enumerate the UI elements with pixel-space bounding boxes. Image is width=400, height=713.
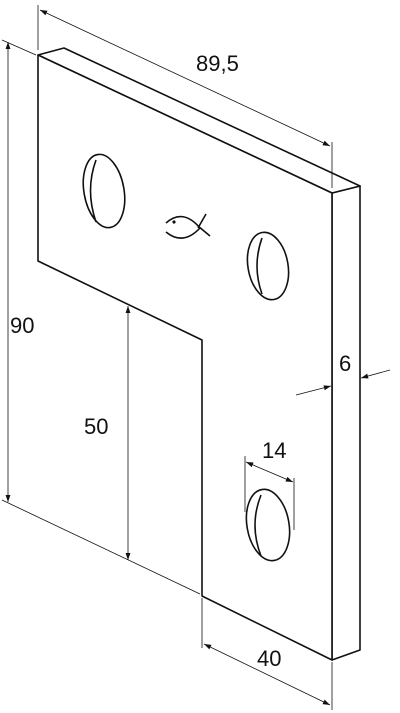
hole-slot-bottom (245, 488, 291, 562)
dim-label-slot-width: 14 (262, 438, 286, 463)
dimension-slot-width: 14 (244, 438, 295, 530)
dimension-width-bottom: 40 (201, 598, 333, 710)
dimension-height-inner: 50 (84, 306, 131, 560)
dimension-width-top: 89,5 (37, 5, 333, 188)
dim-label-height-inner: 50 (84, 414, 108, 439)
hole-middle-right (246, 231, 290, 301)
dim-label-height-total: 90 (10, 313, 34, 338)
dimension-height-total: 90 (1, 39, 201, 595)
holes (82, 153, 291, 562)
dim-label-width-bottom: 40 (257, 646, 281, 671)
hole-top-left (82, 153, 126, 229)
dim-label-width-top: 89,5 (196, 51, 239, 76)
fish-logo-icon (165, 213, 211, 239)
plate-side-face (331, 185, 361, 661)
angle-plate (37, 47, 361, 661)
dimension-thickness: 6 (295, 351, 391, 396)
plate-front-face (37, 54, 333, 661)
dim-label-thickness: 6 (339, 351, 351, 376)
